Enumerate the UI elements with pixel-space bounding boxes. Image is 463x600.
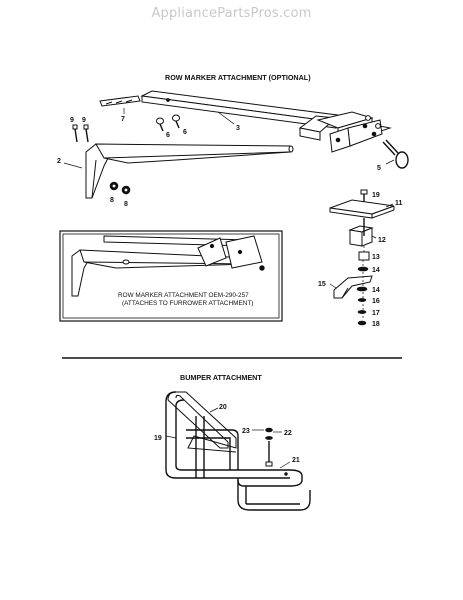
part-19-bumper-frame[interactable] [165,391,239,479]
part-17-washer[interactable] [357,310,367,314]
callout-20: 20 [219,404,227,411]
part-9-bolts[interactable] [72,124,89,143]
mounting-bracket[interactable] [298,111,392,153]
callout-23: 23 [242,428,250,435]
part-15-marker-tooth[interactable] [333,275,373,299]
part-7-strip[interactable] [99,95,141,107]
callout-19a: 19 [372,192,380,199]
part-8-nuts[interactable] [109,181,131,195]
callout-9a: 9 [70,117,74,124]
part-18-nut[interactable] [357,320,367,326]
callout-7: 7 [121,116,125,123]
part-13-spacer[interactable] [358,251,370,261]
watermark: AppliancePartsPros.com [151,6,312,21]
callout-18: 18 [372,321,380,328]
callout-8b: 8 [124,201,128,208]
callout-6b: 6 [183,129,187,136]
part-6-knobs[interactable] [156,114,180,132]
callout-21: 21 [292,457,300,464]
callout-5: 5 [377,165,381,172]
callout-14b: 14 [372,287,380,294]
callout-9b: 9 [82,117,86,124]
part-21-tube[interactable] [237,469,311,511]
callout-19b: 19 [154,435,162,442]
callout-6a: 6 [166,132,170,139]
part-22-hardware[interactable] [265,427,273,467]
callout-3: 3 [236,125,240,132]
part-14-washer-bottom[interactable] [356,286,368,292]
callout-16: 16 [372,298,380,305]
part-5-pin[interactable] [382,139,409,169]
callout-13: 13 [372,254,380,261]
callout-22: 22 [284,430,292,437]
inset-caption-line2: (ATTACHES TO FURROWER ATTACHMENT) [122,300,253,307]
callout-12: 12 [378,237,386,244]
callout-17: 17 [372,310,380,317]
part-11-plate[interactable] [329,199,395,219]
callout-15: 15 [318,281,326,288]
callout-11: 11 [395,200,403,207]
part-12-block[interactable] [348,218,374,247]
inset-box [59,230,283,322]
callout-14a: 14 [372,267,380,274]
row-marker-title: ROW MARKER ATTACHMENT (OPTIONAL) [165,73,311,82]
part-2-marker-arm[interactable] [85,143,294,199]
callout-8a: 8 [110,197,114,204]
inset-caption-line1: ROW MARKER ATTACHMENT OEM-290-257 [118,292,249,299]
callout-2: 2 [57,158,61,165]
part-16-spring-washer[interactable] [357,298,367,302]
bumper-title: BUMPER ATTACHMENT [180,373,262,382]
